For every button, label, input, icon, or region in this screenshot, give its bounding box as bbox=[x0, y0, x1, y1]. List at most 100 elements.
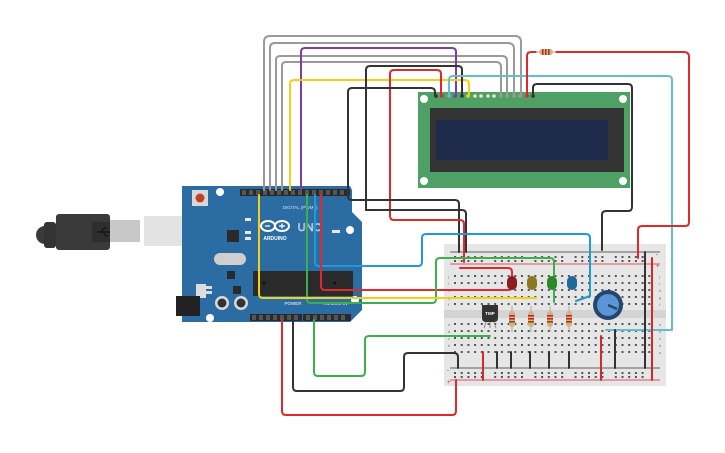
breadboard-hole[interactable] bbox=[581, 376, 584, 378]
breadboard-hole[interactable] bbox=[634, 289, 637, 291]
breadboard-hole[interactable] bbox=[480, 372, 483, 374]
breadboard-hole[interactable] bbox=[480, 303, 483, 305]
breadboard-hole[interactable] bbox=[588, 351, 590, 353]
breadboard-hole[interactable] bbox=[608, 344, 611, 346]
breadboard-hole[interactable] bbox=[628, 296, 631, 298]
breadboard-hole[interactable] bbox=[554, 260, 557, 262]
breadboard-hole[interactable] bbox=[541, 275, 544, 277]
breadboard-hole[interactable] bbox=[521, 344, 523, 346]
breadboard-hole[interactable] bbox=[641, 337, 644, 339]
breadboard-hole[interactable] bbox=[641, 282, 644, 284]
breadboard-hole[interactable] bbox=[634, 260, 637, 262]
breadboard-hole[interactable] bbox=[541, 289, 544, 291]
breadboard-hole[interactable] bbox=[628, 337, 631, 339]
breadboard-hole[interactable] bbox=[487, 330, 490, 332]
breadboard-hole[interactable] bbox=[621, 275, 624, 277]
breadboard-hole[interactable] bbox=[588, 323, 590, 325]
breadboard-hole[interactable] bbox=[561, 275, 564, 277]
breadboard-hole[interactable] bbox=[634, 282, 637, 284]
breadboard-hole[interactable] bbox=[541, 337, 544, 339]
breadboard-hole[interactable] bbox=[494, 282, 497, 284]
breadboard-hole[interactable] bbox=[454, 260, 456, 262]
wire-green-a0[interactable] bbox=[313, 319, 491, 377]
breadboard-hole[interactable] bbox=[547, 260, 550, 262]
breadboard-hole[interactable] bbox=[460, 351, 463, 353]
breadboard-hole[interactable] bbox=[648, 303, 651, 305]
breadboard-hole[interactable] bbox=[480, 337, 483, 339]
wire-gray-d11[interactable] bbox=[275, 55, 508, 191]
arduino-uno-board[interactable]: DIGITAL (PWM~) ARDUINO UNO bbox=[176, 186, 362, 322]
breadboard-hole[interactable] bbox=[574, 337, 577, 339]
breadboard-hole[interactable] bbox=[547, 296, 550, 298]
breadboard-hole[interactable] bbox=[641, 260, 644, 262]
breadboard-hole[interactable] bbox=[547, 330, 550, 332]
breadboard-hole[interactable] bbox=[581, 351, 584, 353]
wire-black-led-minus[interactable] bbox=[532, 83, 633, 251]
breadboard-hole[interactable] bbox=[467, 337, 470, 339]
breadboard-hole[interactable] bbox=[601, 344, 604, 346]
breadboard-hole[interactable] bbox=[621, 296, 624, 298]
breadboard-hole[interactable] bbox=[474, 260, 477, 262]
breadboard-hole[interactable] bbox=[614, 372, 617, 374]
breadboard-hole[interactable] bbox=[634, 303, 637, 305]
breadboard-hole[interactable] bbox=[554, 256, 557, 258]
breadboard-hole[interactable] bbox=[474, 323, 477, 325]
breadboard-hole[interactable] bbox=[641, 289, 644, 291]
wire-red-5v[interactable] bbox=[281, 319, 457, 416]
breadboard-hole[interactable] bbox=[521, 282, 523, 284]
resistor[interactable] bbox=[566, 306, 572, 332]
lcd-16x2[interactable] bbox=[418, 92, 630, 188]
breadboard-hole[interactable] bbox=[467, 303, 470, 305]
breadboard-hole[interactable] bbox=[500, 260, 503, 262]
breadboard-hole[interactable] bbox=[500, 351, 503, 353]
breadboard-hole[interactable] bbox=[581, 260, 584, 262]
breadboard-hole[interactable] bbox=[494, 303, 497, 305]
breadboard-hole[interactable] bbox=[588, 303, 590, 305]
breadboard-hole[interactable] bbox=[628, 256, 631, 258]
breadboard-hole[interactable] bbox=[634, 275, 637, 277]
breadboard-hole[interactable] bbox=[454, 351, 456, 353]
breadboard-hole[interactable] bbox=[534, 351, 537, 353]
breadboard-hole[interactable] bbox=[454, 330, 456, 332]
breadboard-hole[interactable] bbox=[561, 323, 564, 325]
wire-red-resistor-rail[interactable] bbox=[555, 51, 690, 259]
breadboard-hole[interactable] bbox=[507, 337, 510, 339]
breadboard-hole[interactable] bbox=[507, 376, 510, 378]
breadboard-hole[interactable] bbox=[648, 351, 651, 353]
breadboard-hole[interactable] bbox=[567, 296, 570, 298]
breadboard-hole[interactable] bbox=[514, 337, 517, 339]
breadboard-hole[interactable] bbox=[507, 275, 510, 277]
breadboard-hole[interactable] bbox=[494, 260, 497, 262]
breadboard-hole[interactable] bbox=[474, 337, 477, 339]
breadboard-hole[interactable] bbox=[494, 351, 497, 353]
breadboard-hole[interactable] bbox=[621, 289, 624, 291]
breadboard-hole[interactable] bbox=[541, 376, 544, 378]
breadboard-hole[interactable] bbox=[641, 275, 644, 277]
breadboard-hole[interactable] bbox=[514, 323, 517, 325]
led-blue[interactable] bbox=[567, 276, 577, 290]
breadboard-hole[interactable] bbox=[507, 372, 510, 374]
wire-yellow-d13[interactable] bbox=[258, 194, 537, 299]
breadboard-hole[interactable] bbox=[460, 330, 463, 332]
breadboard-hole[interactable] bbox=[521, 337, 523, 339]
breadboard-hole[interactable] bbox=[541, 372, 544, 374]
breadboard-hole[interactable] bbox=[648, 289, 651, 291]
breadboard-hole[interactable] bbox=[554, 303, 557, 305]
wire-yellow-top[interactable] bbox=[289, 79, 470, 191]
breadboard-hole[interactable] bbox=[574, 376, 577, 378]
breadboard-hole[interactable] bbox=[460, 282, 463, 284]
breadboard-hole[interactable] bbox=[634, 323, 637, 325]
breadboard-hole[interactable] bbox=[541, 296, 544, 298]
breadboard-hole[interactable] bbox=[467, 282, 470, 284]
wire-red-led-plus[interactable] bbox=[526, 51, 537, 97]
breadboard-hole[interactable] bbox=[474, 275, 477, 277]
led-yellow[interactable] bbox=[527, 276, 537, 290]
breadboard-hole[interactable] bbox=[581, 344, 584, 346]
breadboard-hole[interactable] bbox=[487, 275, 490, 277]
breadboard-hole[interactable] bbox=[500, 323, 503, 325]
breadboard-hole[interactable] bbox=[474, 330, 477, 332]
breadboard-hole[interactable] bbox=[628, 372, 631, 374]
breadboard-hole[interactable] bbox=[601, 330, 604, 332]
breadboard-hole[interactable] bbox=[547, 337, 550, 339]
breadboard-hole[interactable] bbox=[454, 337, 456, 339]
